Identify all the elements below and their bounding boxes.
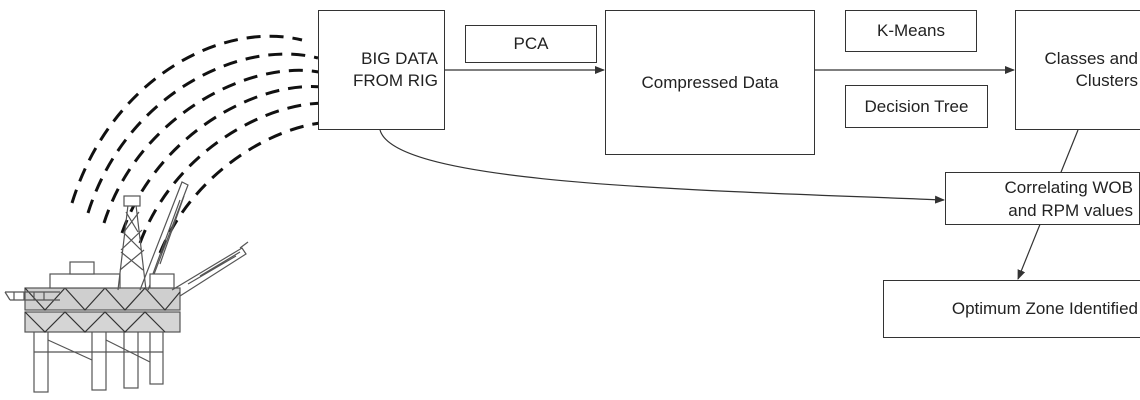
edge-bigdata-to-correlating: [379, 129, 945, 204]
pca-label-box: PCA: [465, 25, 597, 63]
signal-waves-icon: [70, 34, 359, 254]
signal-wave-4: [120, 85, 339, 234]
signal-wave-3: [102, 68, 329, 224]
k-means-label-box: K-Means: [845, 10, 977, 52]
signal-wave-2: [86, 52, 319, 214]
optimum-zone-identified-box: Optimum Zone Identified: [883, 280, 1140, 338]
classes-and-clusters-box: Classes and Clusters: [1015, 10, 1140, 130]
oil-rig-illustration: [4, 181, 249, 393]
big-data-from-rig-box: BIG DATA FROM RIG: [318, 10, 445, 130]
decision-tree-label-box: Decision Tree: [845, 85, 988, 128]
compressed-data-box: Compressed Data: [605, 10, 815, 155]
signal-wave-1: [70, 34, 303, 204]
signal-wave-6: [158, 120, 359, 254]
correlating-wob-rpm-box: Correlating WOB and RPM values: [945, 172, 1140, 225]
